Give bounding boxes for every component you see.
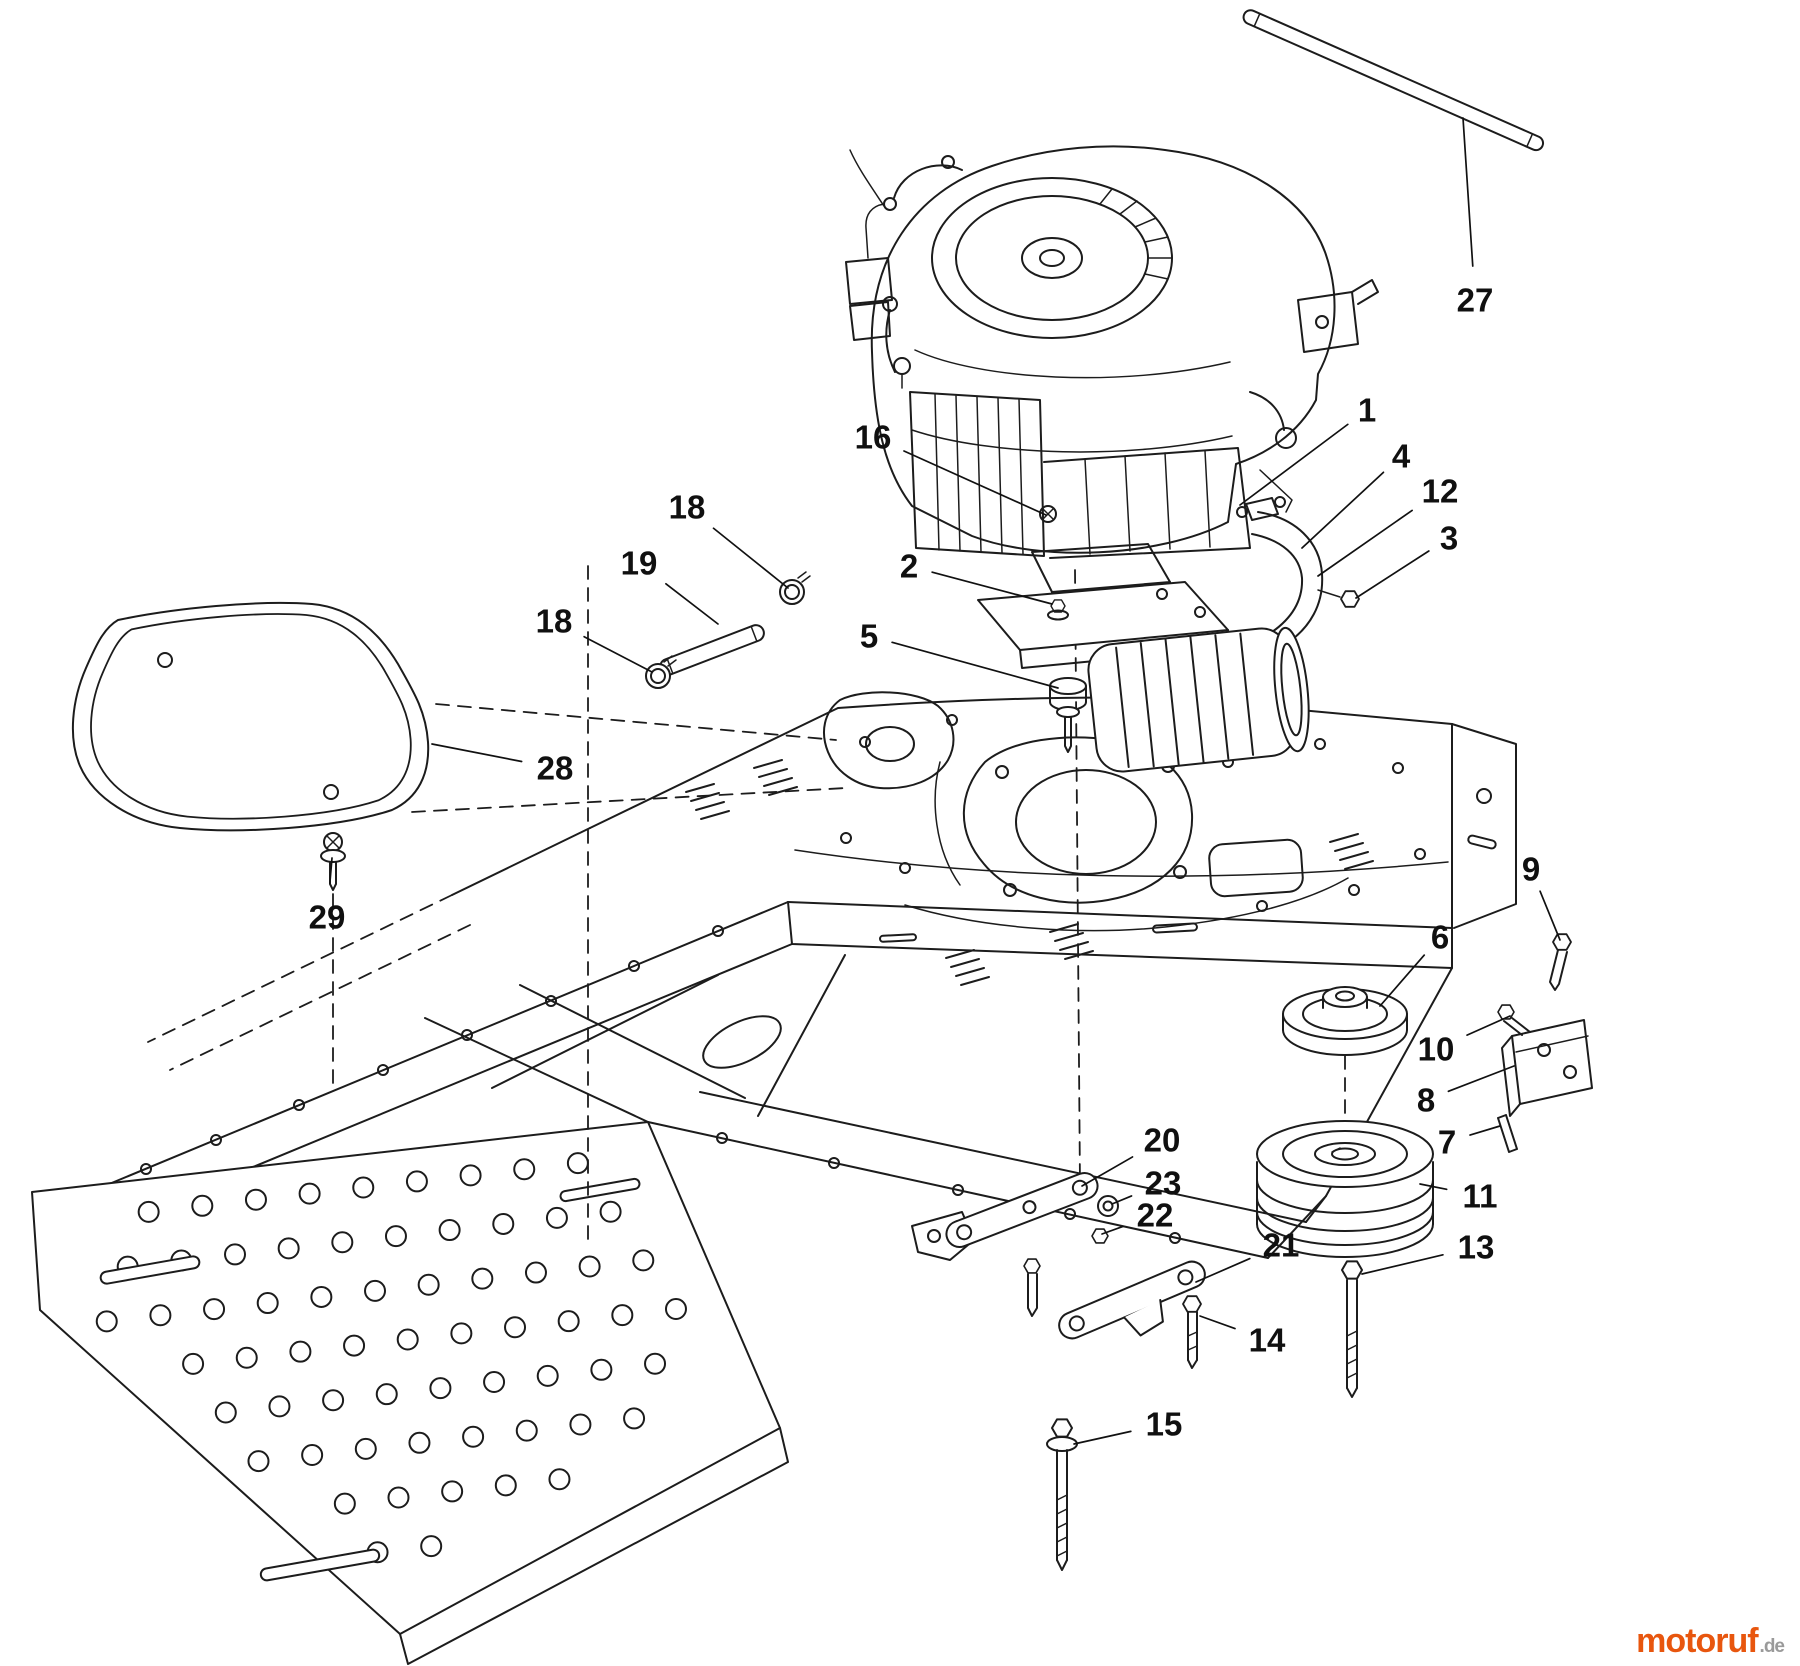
watermark-tld[interactable]: .de xyxy=(1759,1636,1785,1657)
callout-13: 13 xyxy=(1457,1228,1495,1266)
callout-27: 27 xyxy=(1456,281,1494,319)
callout-16: 16 xyxy=(854,418,892,456)
clutch-bracket-group xyxy=(1497,933,1593,1153)
watermark-brand[interactable]: motoruf xyxy=(1636,1622,1758,1660)
callout-11: 11 xyxy=(1462,1177,1498,1215)
callout-1: 1 xyxy=(1357,391,1377,429)
callout-29: 29 xyxy=(308,898,346,936)
support-rod xyxy=(1242,9,1545,152)
footrest-hole-pattern xyxy=(95,1152,687,1564)
engine-mount-plate xyxy=(977,581,1231,669)
callout-18a: 18 xyxy=(668,488,706,526)
watermark[interactable]: motoruf.de xyxy=(1636,1622,1785,1660)
footrest-plate xyxy=(31,1121,789,1665)
callout-18b: 18 xyxy=(535,602,573,640)
exhaust-pipe xyxy=(1236,496,1360,645)
electric-clutch xyxy=(1256,1120,1434,1258)
gasket xyxy=(71,601,430,832)
callout-28: 28 xyxy=(536,749,574,787)
callout-4: 4 xyxy=(1391,437,1411,475)
pulley xyxy=(1282,986,1408,1056)
callout-leader-lines xyxy=(329,117,1561,1445)
callout-3: 3 xyxy=(1439,519,1459,557)
callout-8: 8 xyxy=(1416,1081,1436,1119)
callout-15: 15 xyxy=(1145,1405,1183,1443)
callout-12: 12 xyxy=(1421,472,1459,510)
callout-19: 19 xyxy=(620,544,658,582)
engine-assembly xyxy=(845,145,1379,607)
callout-20: 20 xyxy=(1143,1121,1181,1159)
muffler xyxy=(1087,626,1310,773)
callout-6: 6 xyxy=(1430,918,1450,956)
callout-7: 7 xyxy=(1437,1123,1457,1161)
callout-10: 10 xyxy=(1417,1030,1455,1068)
callout-21: 21 xyxy=(1262,1226,1300,1264)
callout-14: 14 xyxy=(1248,1321,1286,1359)
callout-2: 2 xyxy=(899,547,919,585)
brace-arm-20 xyxy=(911,1171,1119,1317)
callout-22: 22 xyxy=(1136,1196,1174,1234)
gasket-screw xyxy=(320,832,346,891)
callout-23: 23 xyxy=(1144,1164,1182,1202)
brace-arm-21 xyxy=(1046,1260,1206,1571)
clutch-bolt xyxy=(1341,1260,1363,1398)
vibration-isolator xyxy=(1049,677,1087,753)
fuel-hose xyxy=(645,571,811,689)
construction-lines xyxy=(147,565,1346,1245)
callout-9: 9 xyxy=(1521,850,1541,888)
callout-5: 5 xyxy=(859,617,879,655)
